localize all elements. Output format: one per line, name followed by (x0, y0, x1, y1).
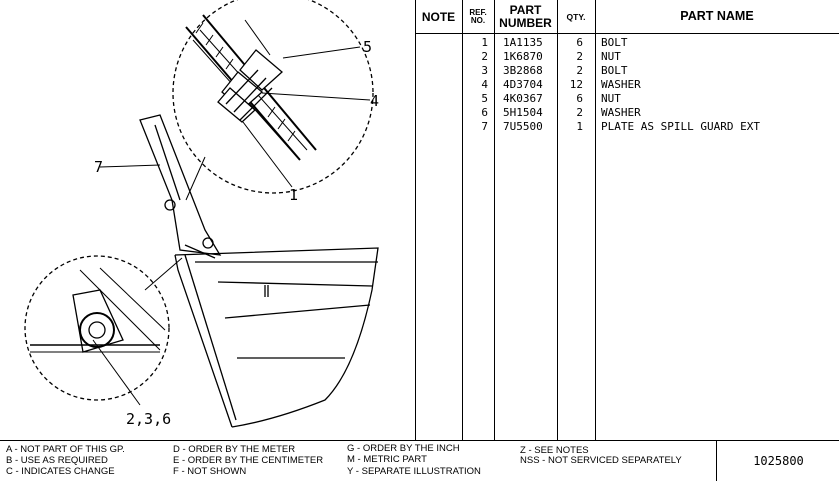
legend-m: M - METRIC PART (347, 454, 427, 465)
table-row: 1 1A1135 6 BOLT (415, 36, 839, 50)
callout-1: 1 (289, 186, 298, 204)
part-number-cell: 3B2868 (503, 64, 543, 77)
legend-d: D - ORDER BY THE METER (173, 444, 296, 455)
legend-a: A - NOT PART OF THIS GP. (6, 444, 125, 455)
part-number-cell: 1A1135 (503, 36, 543, 49)
exploded-view-drawing: 5 4 7 1 2,3,6 (24, 0, 379, 428)
table-row: 4 4D3704 12 WASHER (415, 78, 839, 92)
spill-guard-plate (99, 114, 222, 256)
ref-no-cell: 1 (481, 36, 488, 49)
callout-7: 7 (94, 158, 103, 176)
legend-footer: A - NOT PART OF THIS GP. B - USE AS REQU… (0, 440, 839, 481)
qty-cell: 2 (576, 64, 583, 77)
qty-cell: 1 (576, 120, 583, 133)
header-note: NOTE (421, 9, 456, 24)
document-id: 1025800 (716, 441, 839, 481)
part-number-cell: 1K6870 (503, 50, 543, 63)
top-detail-view (172, 0, 374, 194)
part-name-cell: NUT (601, 50, 621, 63)
legend-e: E - ORDER BY THE CENTIMETER (173, 455, 324, 466)
table-row: 5 4K0367 6 NUT (415, 92, 839, 106)
qty-cell: 12 (569, 78, 583, 91)
callout-4: 4 (370, 92, 379, 110)
legend-c: C - INDICATES CHANGE (6, 466, 115, 477)
table-row: 6 5H1504 2 WASHER (415, 106, 839, 120)
legend-b: B - USE AS REQUIRED (6, 455, 108, 466)
callout-5: 5 (363, 38, 372, 56)
table-row: 3 3B2868 2 BOLT (415, 64, 839, 78)
ref-no-cell: 5 (481, 92, 488, 105)
part-number-cell: 4K0367 (503, 92, 543, 105)
ref-no-cell: 6 (481, 106, 488, 119)
legend-y: Y - SEPARATE ILLUSTRATION (347, 466, 481, 477)
ref-no-cell: 4 (481, 78, 488, 91)
part-name-cell: PLATE AS SPILL GUARD EXT (601, 120, 760, 133)
bucket-body (174, 244, 379, 428)
qty-cell: 6 (576, 36, 583, 49)
ref-no-cell: 7 (481, 120, 488, 133)
legend-nss: NSS - NOT SERVICED SEPARATELY (520, 455, 682, 466)
ref-no-cell: 2 (481, 50, 488, 63)
qty-cell: 6 (576, 92, 583, 105)
legend-z: Z - SEE NOTES (520, 445, 589, 456)
document-id-text: 1025800 (753, 454, 804, 468)
legend-g: G - ORDER BY THE INCH (347, 443, 460, 454)
part-name-cell: BOLT (601, 36, 628, 49)
qty-cell: 2 (576, 106, 583, 119)
part-name-cell: WASHER (601, 106, 641, 119)
part-name-cell: BOLT (601, 64, 628, 77)
part-number-cell: 7U5500 (503, 120, 543, 133)
part-name-cell: WASHER (601, 78, 641, 91)
part-number-cell: 5H1504 (503, 106, 543, 119)
header-qty: QTY. (566, 11, 586, 22)
part-number-cell: 4D3704 (503, 78, 543, 91)
table-row: 7 7U5500 1 PLATE AS SPILL GUARD EXT (415, 120, 839, 134)
qty-cell: 2 (576, 50, 583, 63)
bottom-detail-view (24, 255, 183, 406)
legend-f: F - NOT SHOWN (173, 466, 247, 477)
table-row: 2 1K6870 2 NUT (415, 50, 839, 64)
part-name-cell: NUT (601, 92, 621, 105)
ref-no-cell: 3 (481, 64, 488, 77)
header-part-name: PART NAME (680, 9, 754, 24)
callout-2-3-6: 2,3,6 (126, 410, 171, 428)
header-ref-no: REF.NO. (469, 7, 487, 25)
